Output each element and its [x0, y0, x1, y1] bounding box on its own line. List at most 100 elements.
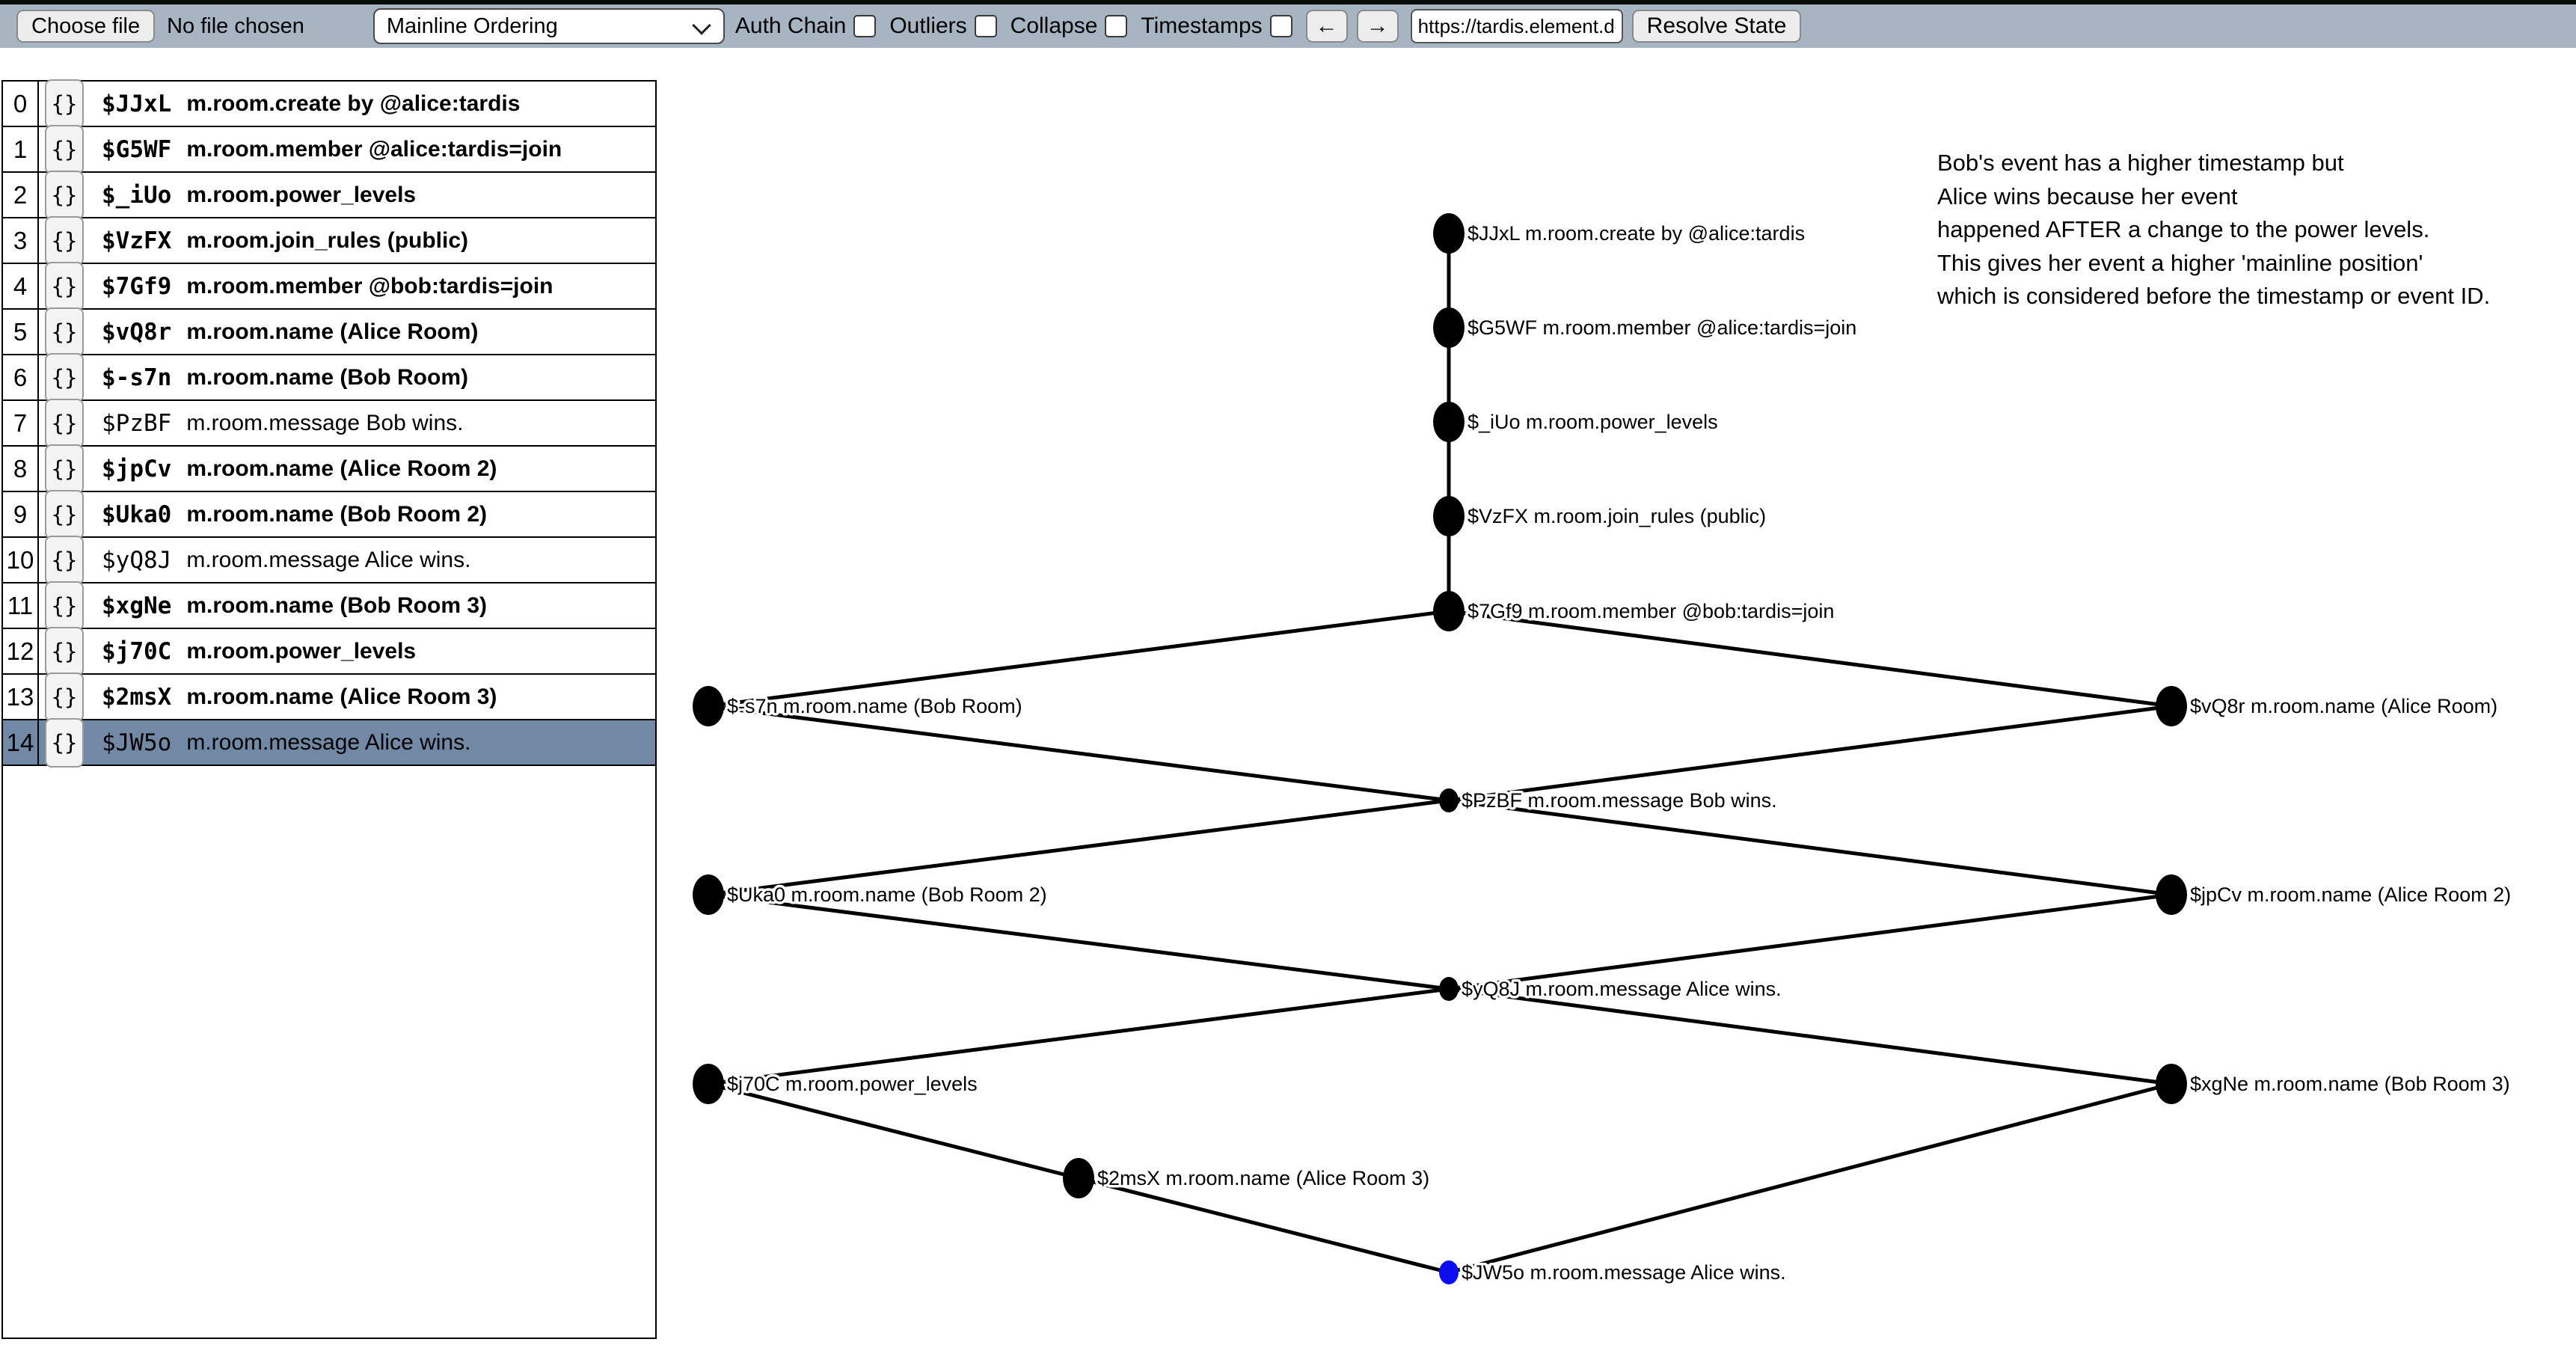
- event-id: $Uka0: [102, 500, 172, 528]
- event-json-button[interactable]: {}: [45, 489, 84, 539]
- event-row[interactable]: 3 {} $VzFX m.room.join_rules (public): [3, 215, 655, 266]
- event-row[interactable]: 1 {} $G5WF m.room.member @alice:tardis=j…: [3, 124, 655, 174]
- event-desc: m.room.name (Bob Room 3): [186, 592, 488, 618]
- event-index: 5: [3, 310, 39, 354]
- event-row[interactable]: 5 {} $vQ8r m.room.name (Alice Room): [3, 307, 655, 357]
- event-json-button[interactable]: {}: [45, 215, 84, 266]
- graph-edge: [708, 704, 1450, 803]
- event-json-button[interactable]: {}: [45, 580, 84, 631]
- graph-node-label: $VzFX m.room.join_rules (public): [1468, 505, 1766, 527]
- forward-button[interactable]: →: [1356, 10, 1399, 43]
- event-row[interactable]: 4 {} $7Gf9 m.room.member @bob:tardis=joi…: [3, 261, 655, 311]
- graph-node[interactable]: [2156, 1064, 2187, 1104]
- event-json-button[interactable]: {}: [45, 352, 84, 402]
- graph-node[interactable]: [1433, 307, 1465, 348]
- graph-edge: [708, 987, 1450, 1086]
- graph-node[interactable]: [693, 686, 724, 726]
- event-row[interactable]: 2 {} $_iUo m.room.power_levels: [3, 170, 655, 220]
- event-row[interactable]: 7 {} $PzBF m.room.message Bob wins.: [3, 398, 655, 448]
- event-json-button[interactable]: {}: [45, 307, 84, 357]
- event-json-button[interactable]: {}: [45, 535, 84, 585]
- event-index: 7: [3, 401, 39, 445]
- event-index: 10: [3, 538, 39, 582]
- collapse-checkbox[interactable]: [1105, 15, 1128, 37]
- event-json-button[interactable]: {}: [45, 170, 84, 220]
- event-json-button[interactable]: {}: [45, 672, 84, 722]
- graph-edge: [1448, 892, 2172, 991]
- event-json-button[interactable]: {}: [45, 444, 84, 494]
- event-desc: m.room.name (Bob Room 2): [186, 501, 488, 527]
- auth-chain-checkbox[interactable]: [853, 15, 877, 37]
- graph-node[interactable]: [1439, 788, 1459, 812]
- event-index: 11: [3, 583, 39, 628]
- event-row[interactable]: 8 {} $jpCv m.room.name (Alice Room 2): [3, 444, 655, 494]
- event-json-button[interactable]: {}: [45, 79, 84, 129]
- event-desc: m.room.message Alice wins.: [186, 547, 471, 572]
- event-row[interactable]: 6 {} $-s7n m.room.name (Bob Room): [3, 352, 655, 402]
- event-index: 8: [3, 447, 39, 491]
- event-id: $_iUo: [102, 181, 172, 209]
- graph-node[interactable]: [1433, 496, 1465, 536]
- graph-node-label: $jpCv m.room.name (Alice Room 2): [2190, 883, 2511, 906]
- event-row[interactable]: 11 {} $xgNe m.room.name (Bob Room 3): [3, 580, 655, 631]
- graph-edge: [708, 609, 1450, 708]
- graph-node[interactable]: [1433, 591, 1465, 631]
- event-index: 2: [3, 173, 39, 217]
- outliers-label: Outliers: [889, 13, 967, 38]
- graph-node[interactable]: [1439, 977, 1459, 1001]
- graph-edge: [1448, 798, 2172, 897]
- event-id: $7Gf9: [102, 272, 172, 300]
- graph-node-label: $7Gf9 m.room.member @bob:tardis=join: [1468, 600, 1834, 622]
- event-row[interactable]: 12 {} $j70C m.room.power_levels: [3, 626, 655, 676]
- event-index: 13: [3, 675, 39, 719]
- graph-node-label: $JW5o m.room.message Alice wins.: [1462, 1261, 1786, 1284]
- event-row[interactable]: 0 {} $JJxL m.room.create by @alice:tardi…: [3, 79, 655, 129]
- graph-edge: [1448, 1082, 2172, 1275]
- graph-node[interactable]: [693, 1064, 724, 1104]
- event-desc: m.room.message Bob wins.: [186, 410, 464, 435]
- url-input[interactable]: [1410, 9, 1623, 43]
- event-desc: m.room.power_levels: [186, 638, 417, 664]
- graph-node[interactable]: [1439, 1260, 1459, 1284]
- event-list: 0 {} $JJxL m.room.create by @alice:tardi…: [1, 79, 657, 1339]
- event-id: $VzFX: [102, 227, 172, 254]
- event-desc: m.room.create by @alice:tardis: [186, 91, 521, 116]
- event-desc: m.room.member @alice:tardis=join: [186, 136, 562, 162]
- event-row[interactable]: 10 {} $yQ8J m.room.message Alice wins.: [3, 535, 655, 585]
- event-row[interactable]: 14 {} $JW5o m.room.message Alice wins.: [3, 717, 655, 768]
- graph-node[interactable]: [693, 874, 724, 915]
- event-json-button[interactable]: {}: [45, 398, 84, 448]
- event-json-button[interactable]: {}: [45, 124, 84, 174]
- event-id: $yQ8J: [102, 546, 172, 574]
- annotation-text: Bob's event has a higher timestamp but A…: [1937, 150, 2491, 309]
- ordering-select[interactable]: Mainline Ordering: [372, 8, 725, 44]
- graph-node[interactable]: [1433, 213, 1465, 254]
- resolve-state-button[interactable]: Resolve State: [1631, 10, 1802, 43]
- graph-node-label: $PzBF m.room.message Bob wins.: [1462, 789, 1777, 812]
- graph-node[interactable]: [2156, 874, 2187, 915]
- outliers-checkbox[interactable]: [974, 15, 997, 37]
- event-id: $j70C: [102, 637, 172, 665]
- graph-node-label: $xgNe m.room.name (Bob Room 3): [2190, 1073, 2510, 1095]
- event-index: 3: [3, 218, 39, 263]
- right-arrow-icon: →: [1366, 13, 1389, 38]
- event-row[interactable]: 13 {} $2msX m.room.name (Alice Room 3): [3, 672, 655, 722]
- graph-node[interactable]: [1063, 1158, 1094, 1198]
- event-json-button[interactable]: {}: [45, 717, 84, 768]
- collapse-label: Collapse: [1010, 13, 1098, 38]
- graph-edge: [1448, 987, 2172, 1086]
- timestamps-checkbox[interactable]: [1269, 15, 1292, 37]
- event-json-button[interactable]: {}: [45, 626, 84, 676]
- event-index: 1: [3, 127, 39, 171]
- event-desc: m.room.name (Alice Room): [186, 319, 479, 344]
- event-id: $xgNe: [102, 592, 172, 619]
- event-row[interactable]: 9 {} $Uka0 m.room.name (Bob Room 2): [3, 489, 655, 539]
- back-button[interactable]: ←: [1305, 10, 1348, 43]
- graph-node[interactable]: [2156, 686, 2187, 726]
- graph-edge: [1078, 1176, 1450, 1275]
- graph-node-label: $yQ8J m.room.message Alice wins.: [1462, 978, 1782, 1000]
- choose-file-button[interactable]: Choose file: [16, 10, 156, 43]
- event-json-button[interactable]: {}: [45, 261, 84, 311]
- graph-node[interactable]: [1433, 402, 1465, 442]
